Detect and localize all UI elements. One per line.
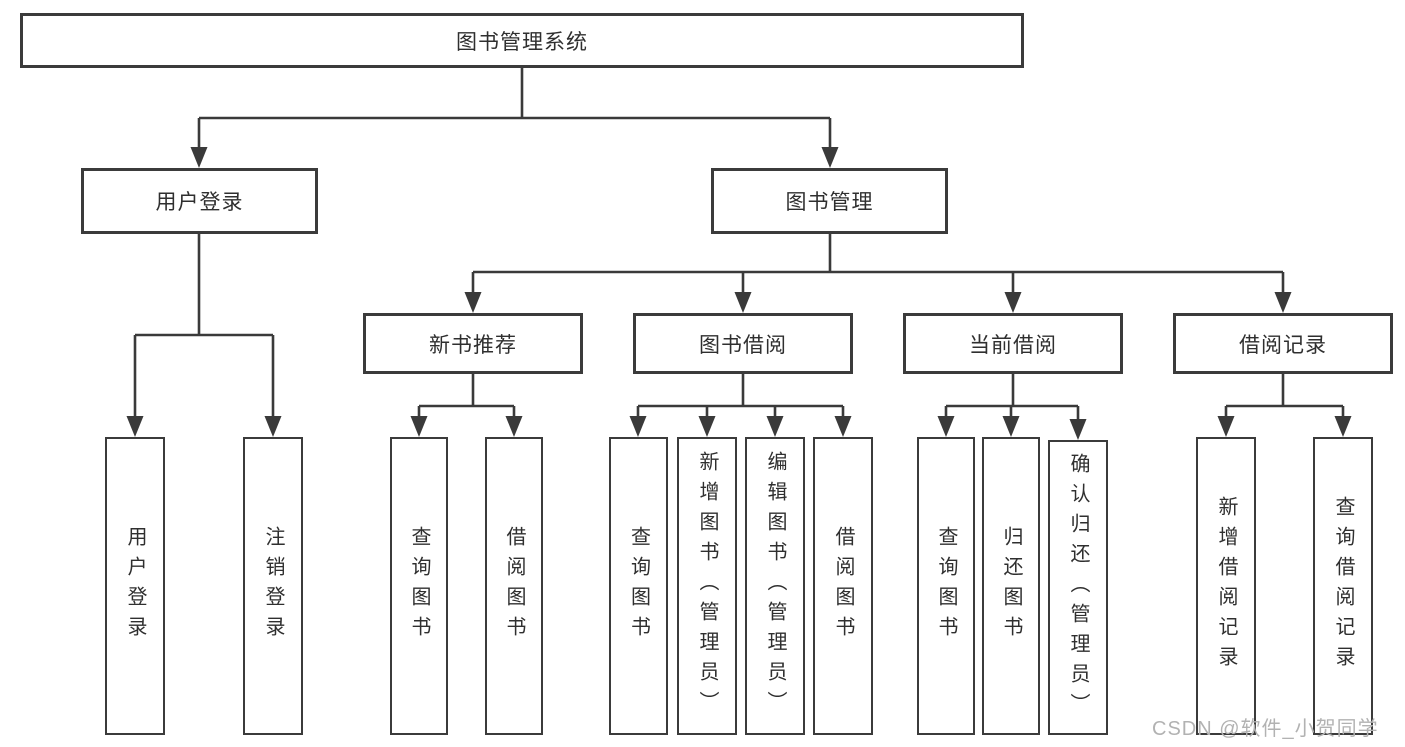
- leaf-label: 查询图书: [408, 526, 430, 646]
- leaf-label: 查询图书: [627, 526, 650, 646]
- leaf-label: 归还图书: [1000, 526, 1022, 646]
- leaf-borrowing-edit-books-admin: 编辑图书（管理员）: [745, 437, 805, 735]
- leaf-current-query-books: 查询图书: [917, 437, 975, 735]
- leaf-label: 借阅图书: [832, 526, 854, 646]
- leaf-label: 查询借阅记录: [1332, 496, 1354, 676]
- leaf-borrowing-add-books-admin: 新增图书（管理员）: [677, 437, 737, 735]
- node-label: 借阅记录: [1239, 333, 1327, 357]
- csdn-watermark: CSDN @软件_小贺同学: [1152, 718, 1379, 740]
- leaf-label: 查询图书: [935, 526, 957, 646]
- node-label: 图书管理系统: [456, 30, 588, 54]
- leaf-user-login: 用户登录: [105, 437, 165, 735]
- node-label: 图书管理: [785, 191, 874, 214]
- node-label: 用户登录: [155, 191, 244, 214]
- leaf-label: 新增借阅记录: [1215, 496, 1237, 676]
- leaf-label: 确认归还（管理员）: [1067, 452, 1089, 723]
- leaf-newbooks-borrow-books: 借阅图书: [485, 437, 543, 735]
- leaf-borrowing-query-books: 查询图书: [609, 437, 668, 735]
- leaf-logout: 注销登录: [243, 437, 303, 735]
- leaf-borrowing-borrow-books: 借阅图书: [813, 437, 873, 735]
- node-borrowing-records: 借阅记录: [1173, 313, 1393, 374]
- leaf-label: 编辑图书（管理员）: [764, 451, 786, 721]
- leaf-current-return-books: 归还图书: [982, 437, 1040, 735]
- node-library-management-system: 图书管理系统: [20, 13, 1024, 68]
- leaf-label: 新增图书（管理员）: [696, 451, 718, 721]
- leaf-label: 用户登录: [124, 526, 146, 646]
- node-label: 图书借阅: [699, 333, 787, 357]
- node-book-borrowing: 图书借阅: [633, 313, 853, 374]
- leaf-records-add-record: 新增借阅记录: [1196, 437, 1256, 735]
- leaf-newbooks-query-books: 查询图书: [390, 437, 448, 735]
- node-label: 当前借阅: [969, 333, 1057, 357]
- node-label: 新书推荐: [429, 333, 517, 357]
- leaf-label: 注销登录: [262, 526, 284, 646]
- leaf-records-query-record: 查询借阅记录: [1313, 437, 1373, 735]
- node-user-login: 用户登录: [81, 168, 318, 234]
- leaf-current-confirm-return-admin: 确认归还（管理员）: [1048, 440, 1108, 735]
- leaf-label: 借阅图书: [503, 526, 525, 646]
- node-book-management: 图书管理: [711, 168, 948, 234]
- node-new-book-recommend: 新书推荐: [363, 313, 583, 374]
- node-current-borrowing: 当前借阅: [903, 313, 1123, 374]
